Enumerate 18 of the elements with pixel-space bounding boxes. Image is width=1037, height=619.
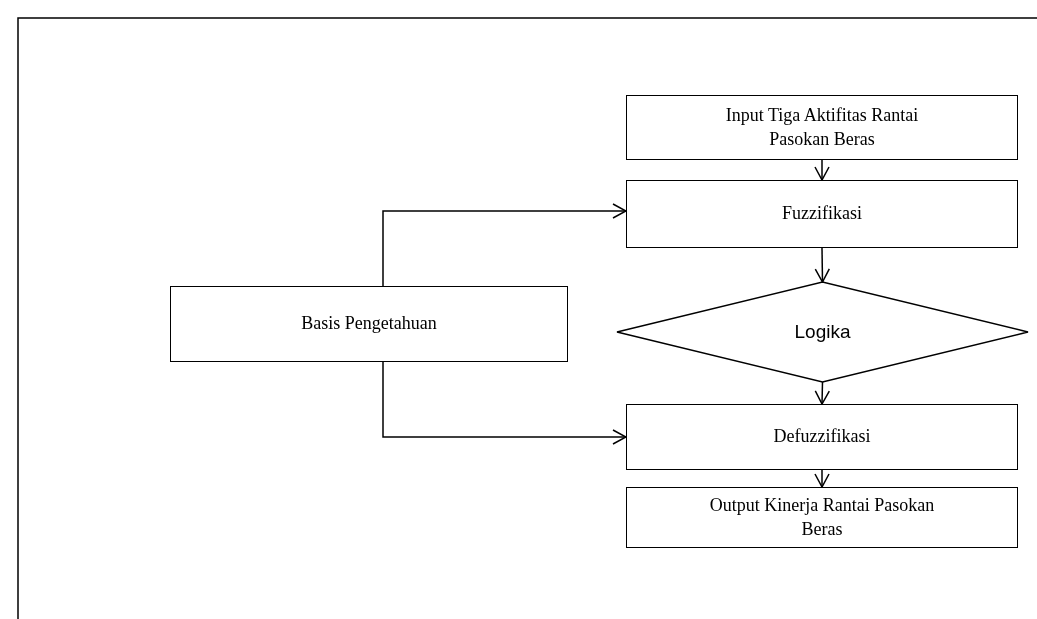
process-box: [626, 95, 1018, 160]
process-box: [626, 487, 1018, 548]
arrow: [814, 247, 831, 283]
node-label: Logika: [793, 319, 852, 344]
arrow: [814, 159, 830, 181]
arrow: [382, 203, 627, 287]
node-label: Input Tiga Aktifitas Rantai Pasokan Beras: [724, 104, 920, 151]
decision-diamond: [617, 282, 1028, 382]
process-box: [626, 180, 1018, 248]
node-label: Basis Pengetahuan: [300, 312, 438, 336]
arrow: [382, 361, 627, 445]
node-label: Defuzzifikasi: [772, 425, 872, 449]
arrow: [814, 469, 830, 488]
arrow: [814, 381, 831, 405]
node-label: Fuzzifikasi: [781, 202, 863, 226]
process-box: [626, 404, 1018, 470]
node-label: Output Kinerja Rantai Pasokan Beras: [708, 494, 936, 541]
process-box: [170, 286, 568, 362]
